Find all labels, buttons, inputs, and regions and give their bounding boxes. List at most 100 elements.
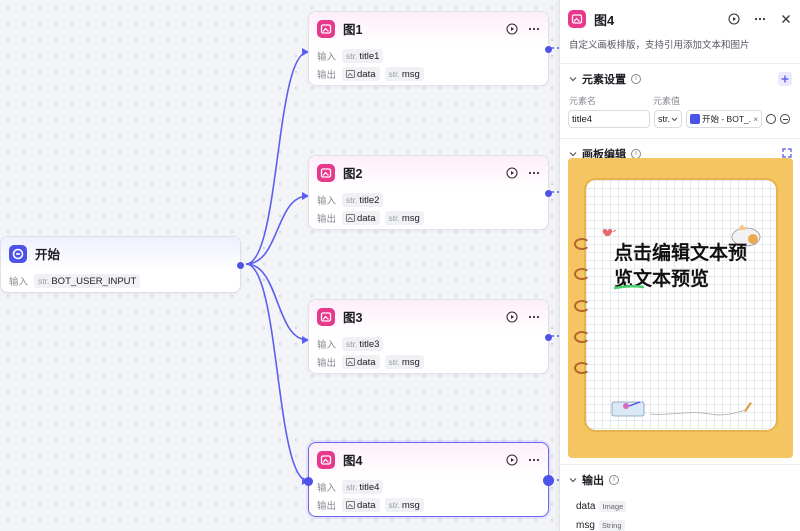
input-tag: str.title3 (342, 337, 384, 351)
edge-start-to-node2 (245, 195, 309, 265)
output-section-header[interactable]: 输出 i (560, 465, 800, 495)
panel-title: 图4 (594, 12, 615, 28)
output-port[interactable] (545, 190, 552, 197)
add-element-button[interactable] (778, 72, 792, 86)
notebook-paper (584, 178, 778, 432)
pencil-doodle-icon (650, 402, 752, 416)
output-port[interactable] (543, 475, 554, 486)
output-label: 输出 (317, 214, 337, 225)
input-port[interactable] (304, 477, 313, 486)
start-input-tag: str.BOT_USER_INPUT (34, 274, 141, 288)
image-icon (346, 70, 355, 78)
start-node-header: 开始 (1, 237, 240, 270)
clear-icon[interactable]: × (753, 114, 758, 124)
notebook-ring (574, 331, 590, 343)
panel-description: 自定义画板排版，支持引用添加文本和图片 (569, 40, 750, 51)
element-name-input[interactable]: title4 (568, 110, 650, 128)
start-icon (9, 244, 27, 263)
image-node-title: 图4 (343, 454, 363, 468)
output-port[interactable] (545, 334, 552, 341)
output-section: 输出 i data Image msg String (560, 460, 800, 531)
image-node-icon (317, 450, 335, 469)
image-node-title: 图3 (343, 311, 363, 325)
start-output-port[interactable] (237, 262, 244, 269)
remove-element-icon[interactable] (780, 114, 790, 124)
edge-start-to-node3 (245, 263, 309, 341)
input-label: 输入 (317, 340, 337, 351)
output-data-tag: data (342, 498, 380, 512)
image-node-icon (317, 163, 335, 182)
run-icon[interactable] (728, 13, 740, 25)
notebook-ring (574, 300, 590, 312)
input-tag: str.title2 (342, 193, 384, 207)
more-icon[interactable] (528, 23, 540, 35)
run-icon[interactable] (506, 166, 518, 179)
input-tag: str.title1 (342, 49, 384, 63)
chevron-down-icon[interactable] (568, 75, 577, 84)
output-label: 输出 (317, 358, 337, 369)
image-node-title: 图2 (343, 167, 363, 181)
heart-icon (602, 229, 617, 236)
cat-sticker-icon (731, 224, 761, 247)
run-icon[interactable] (506, 310, 518, 323)
notebook-ring (574, 238, 590, 250)
output-data-tag: data (342, 211, 380, 225)
output-item: msg String (560, 517, 800, 531)
info-icon[interactable]: i (631, 74, 641, 84)
output-msg-tag: str.msg (384, 498, 424, 512)
image-node-1[interactable]: 图1 输入 str.title1 输出 data str.msg (308, 11, 552, 86)
start-input-label: 输入 (9, 277, 29, 288)
canvas-preview[interactable]: 点击编辑文本预览文本预览 (568, 158, 793, 458)
output-port[interactable] (545, 46, 552, 53)
output-data-tag: data (342, 355, 380, 369)
element-value-ref[interactable]: 开始 - BOT_... × (686, 110, 762, 128)
image-node-title: 图1 (343, 23, 363, 37)
chevron-down-icon[interactable] (568, 476, 577, 485)
image-icon (346, 214, 355, 222)
variable-icon[interactable] (766, 114, 776, 124)
more-icon[interactable] (754, 13, 766, 25)
expand-icon[interactable] (782, 147, 792, 161)
input-label: 输入 (317, 52, 337, 63)
notebook-ring (574, 268, 590, 280)
edge-start-to-node4 (245, 263, 309, 482)
start-node-title: 开始 (35, 248, 61, 262)
image-icon (346, 501, 355, 509)
output-msg-tag: str.msg (384, 355, 424, 369)
more-icon[interactable] (528, 454, 540, 466)
magnifier-sticker-icon (611, 401, 645, 417)
output-item: data Image (560, 495, 800, 517)
elements-section-header[interactable]: 元素设置 i (560, 64, 800, 94)
notebook-ring (574, 362, 590, 374)
image-node-4[interactable]: 图4 输入 str.title4 输出 data str.msg (304, 442, 554, 517)
input-tag: str.title4 (342, 480, 384, 494)
output-msg-tag: str.msg (384, 211, 424, 225)
image-node-icon (317, 307, 335, 326)
start-node[interactable]: 开始 输入 str.BOT_USER_INPUT (0, 236, 244, 293)
image-node-3[interactable]: 图3 输入 str.title3 输出 data str.msg (308, 299, 552, 374)
image-node-2[interactable]: 图2 输入 str.title2 输出 data str.msg (308, 155, 552, 230)
edge-start-to-node1 (245, 51, 309, 265)
run-icon[interactable] (506, 22, 518, 35)
image-node-icon (317, 19, 335, 38)
chevron-down-icon[interactable] (568, 150, 577, 159)
output-msg-tag: str.msg (384, 67, 424, 81)
output-label: 输出 (317, 501, 337, 512)
output-label: 输出 (317, 70, 337, 81)
run-icon[interactable] (506, 453, 518, 466)
more-icon[interactable] (528, 167, 540, 179)
info-icon[interactable]: i (609, 475, 619, 485)
col-name-label: 元素名 (569, 96, 597, 106)
elements-section-title: 元素设置 (582, 74, 626, 86)
text-highlight-underline (614, 284, 644, 290)
panel-header: 图4 (560, 0, 800, 38)
start-icon (690, 114, 700, 124)
canvas-preview-text[interactable]: 点击编辑文本预览文本预览 (614, 242, 748, 290)
close-icon[interactable] (780, 13, 792, 25)
element-type-select[interactable]: str. (654, 110, 682, 128)
image-icon (346, 358, 355, 366)
plus-icon (781, 75, 789, 83)
image-node-icon (568, 10, 586, 28)
more-icon[interactable] (528, 311, 540, 323)
output-data-tag: data (342, 67, 380, 81)
